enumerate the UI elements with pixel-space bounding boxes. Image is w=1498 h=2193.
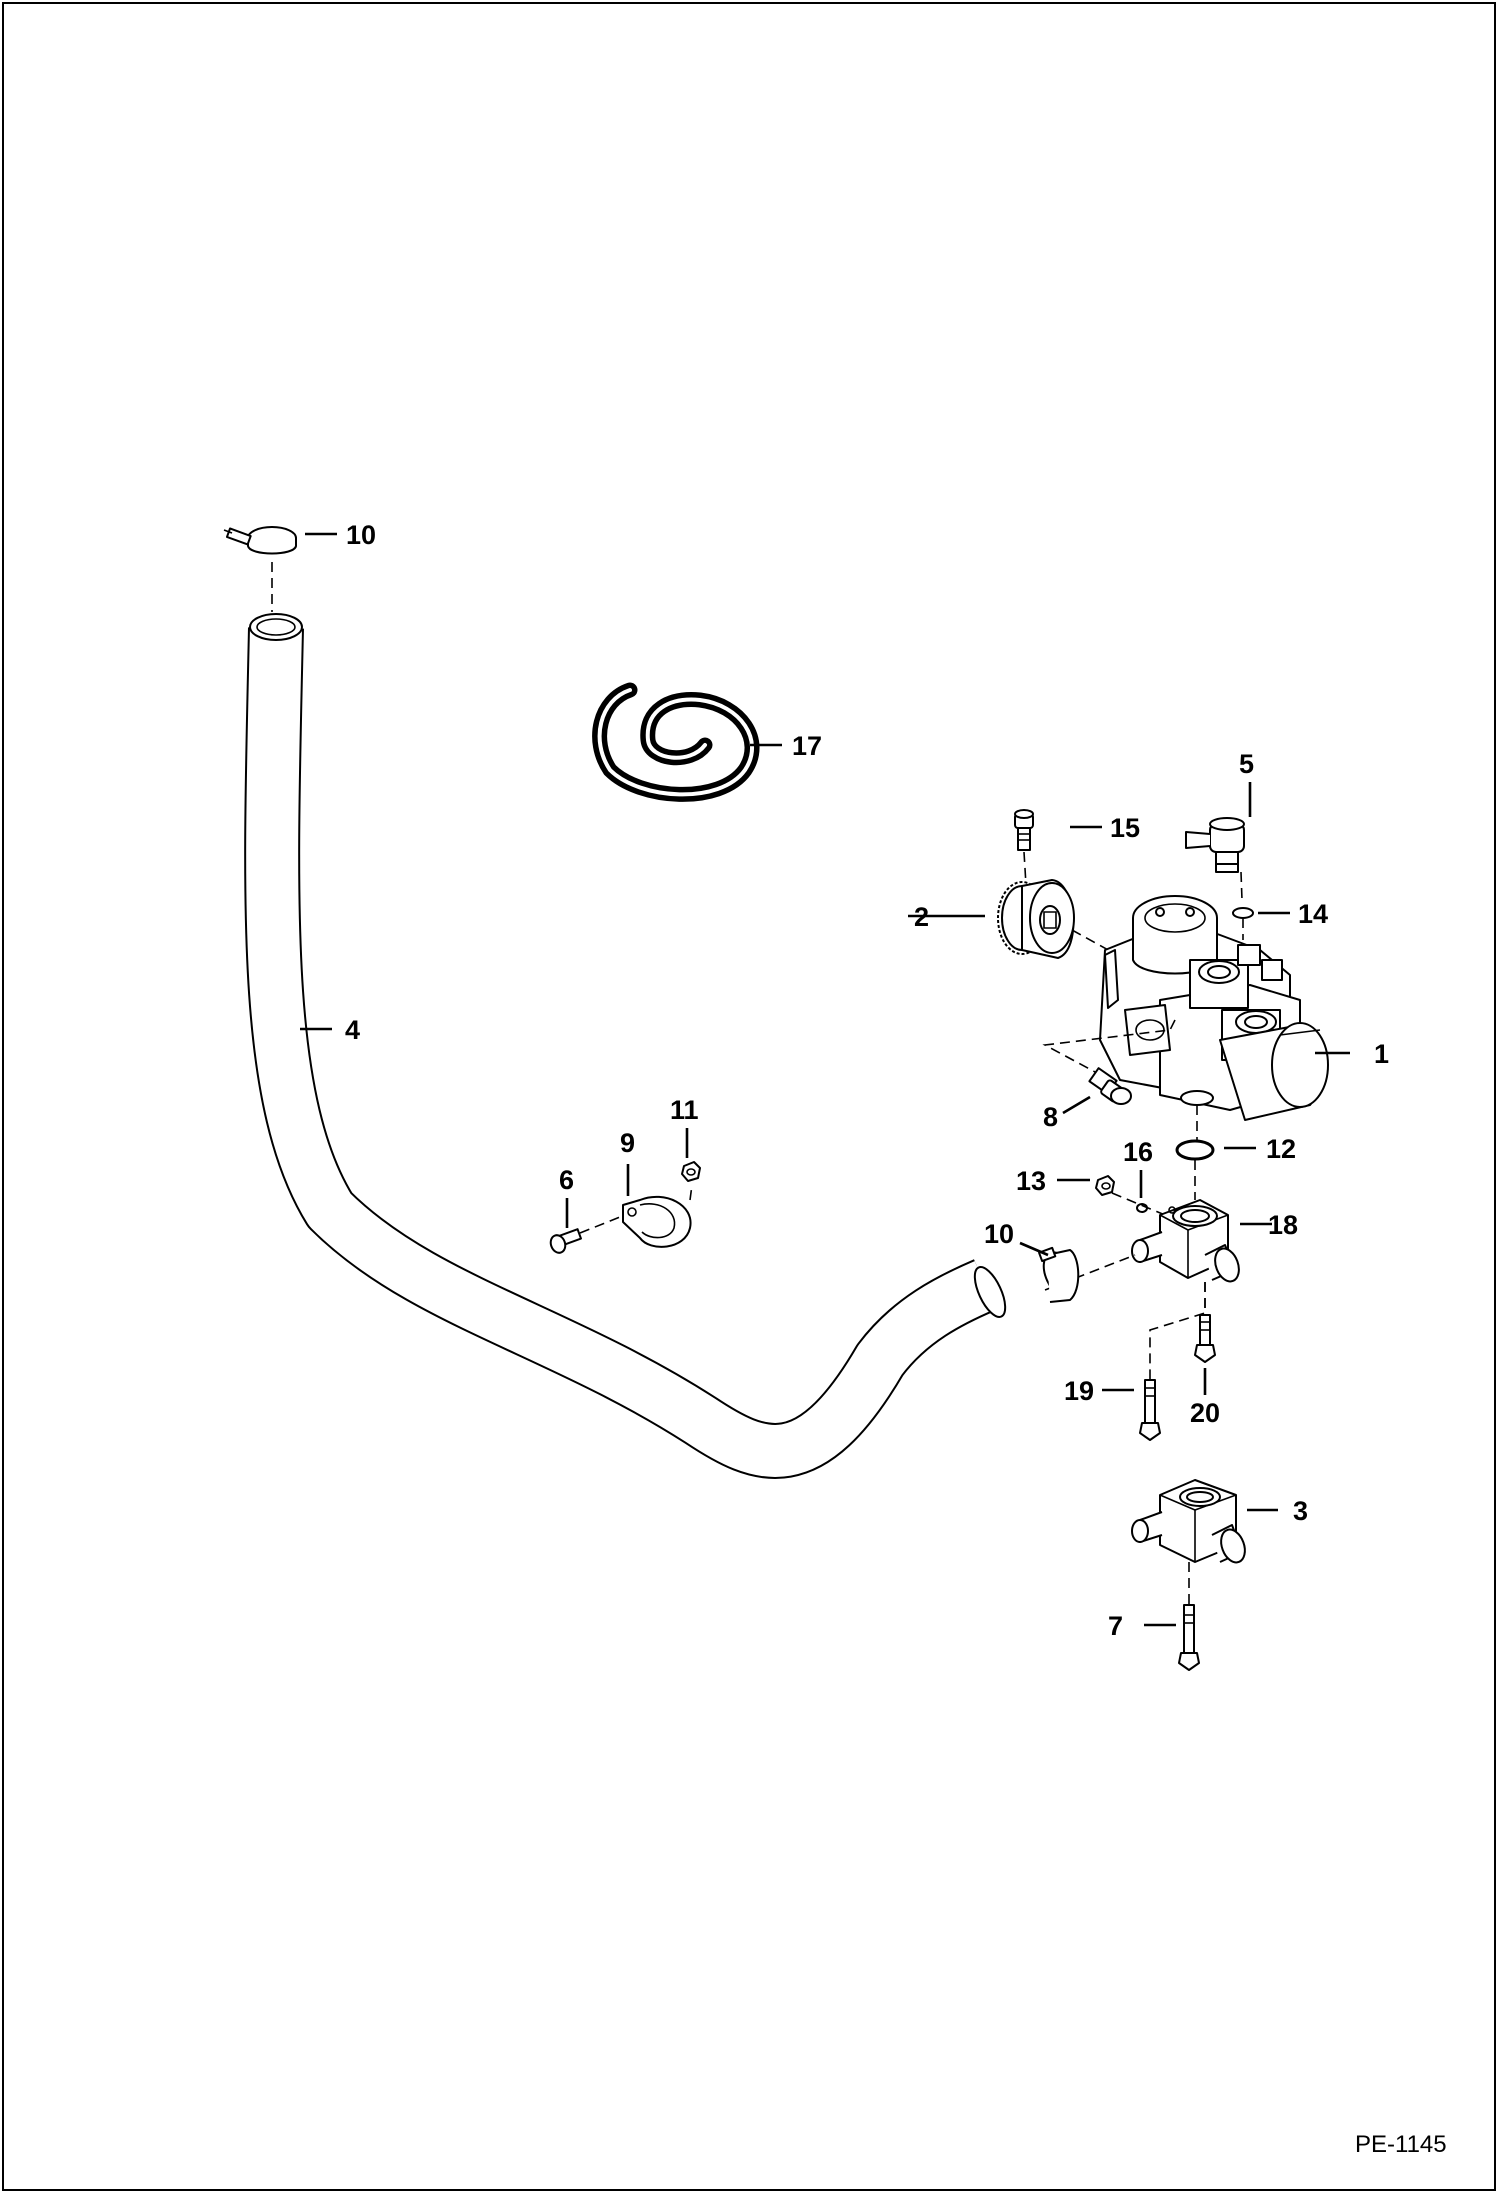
callout-5: 5	[1239, 749, 1254, 779]
callout-14: 14	[1298, 899, 1328, 929]
callout-16: 16	[1123, 1137, 1153, 1167]
part-4-hose	[244, 613, 1007, 1479]
part-19-bolt	[1139, 1379, 1161, 1441]
part-20-bolt	[1194, 1314, 1216, 1363]
callout-17: 17	[792, 731, 822, 761]
callout-10-lower: 10	[984, 1219, 1014, 1249]
callout-3: 3	[1293, 1496, 1308, 1526]
part-18-tee-block	[1131, 1199, 1240, 1283]
callout-labels: 10 4 17 15 5 2 14 1 8 12 13 16 18 10 19 …	[345, 520, 1389, 1641]
callout-20: 20	[1190, 1398, 1220, 1428]
axis-19	[1149, 1282, 1206, 1380]
callout-11: 11	[670, 1095, 699, 1125]
callout-7: 7	[1108, 1611, 1123, 1641]
part-16-oring	[1111, 1192, 1166, 1216]
part-14-oring	[1232, 907, 1254, 940]
callout-15: 15	[1110, 813, 1140, 843]
part-13-plug	[1095, 1175, 1115, 1196]
callout-1: 1	[1374, 1039, 1389, 1069]
part-15-screw	[1014, 809, 1034, 886]
part-17-coil	[592, 682, 760, 802]
axis-8	[1042, 1019, 1176, 1081]
part-2-gear	[997, 879, 1075, 959]
part-10-clamp-top	[223, 526, 297, 612]
part-11-nut	[681, 1161, 701, 1182]
callout-2: 2	[914, 902, 929, 932]
part-8-bolt	[1088, 1067, 1132, 1105]
part-1-pump	[1099, 895, 1329, 1121]
callout-18: 18	[1268, 1210, 1298, 1240]
callout-8: 8	[1043, 1102, 1058, 1132]
part-6-bolt	[549, 1214, 626, 1254]
callout-6: 6	[559, 1165, 574, 1195]
leader-lines	[300, 532, 1350, 1627]
callout-19: 19	[1064, 1376, 1094, 1406]
callout-4: 4	[345, 1015, 360, 1045]
part-3-block	[1131, 1479, 1246, 1605]
drawing-id: PE-1145	[1355, 2131, 1447, 2158]
part-12-oring	[1175, 1139, 1215, 1200]
callout-12: 12	[1266, 1134, 1296, 1164]
part-7-bolt	[1178, 1604, 1200, 1671]
part-5-fitting	[1185, 817, 1245, 901]
part-9-clamp	[622, 1184, 693, 1248]
part-10-clamp-lower	[1038, 1246, 1080, 1303]
callout-13: 13	[1016, 1166, 1046, 1196]
callout-9: 9	[620, 1128, 635, 1158]
callout-10-top: 10	[346, 520, 376, 550]
